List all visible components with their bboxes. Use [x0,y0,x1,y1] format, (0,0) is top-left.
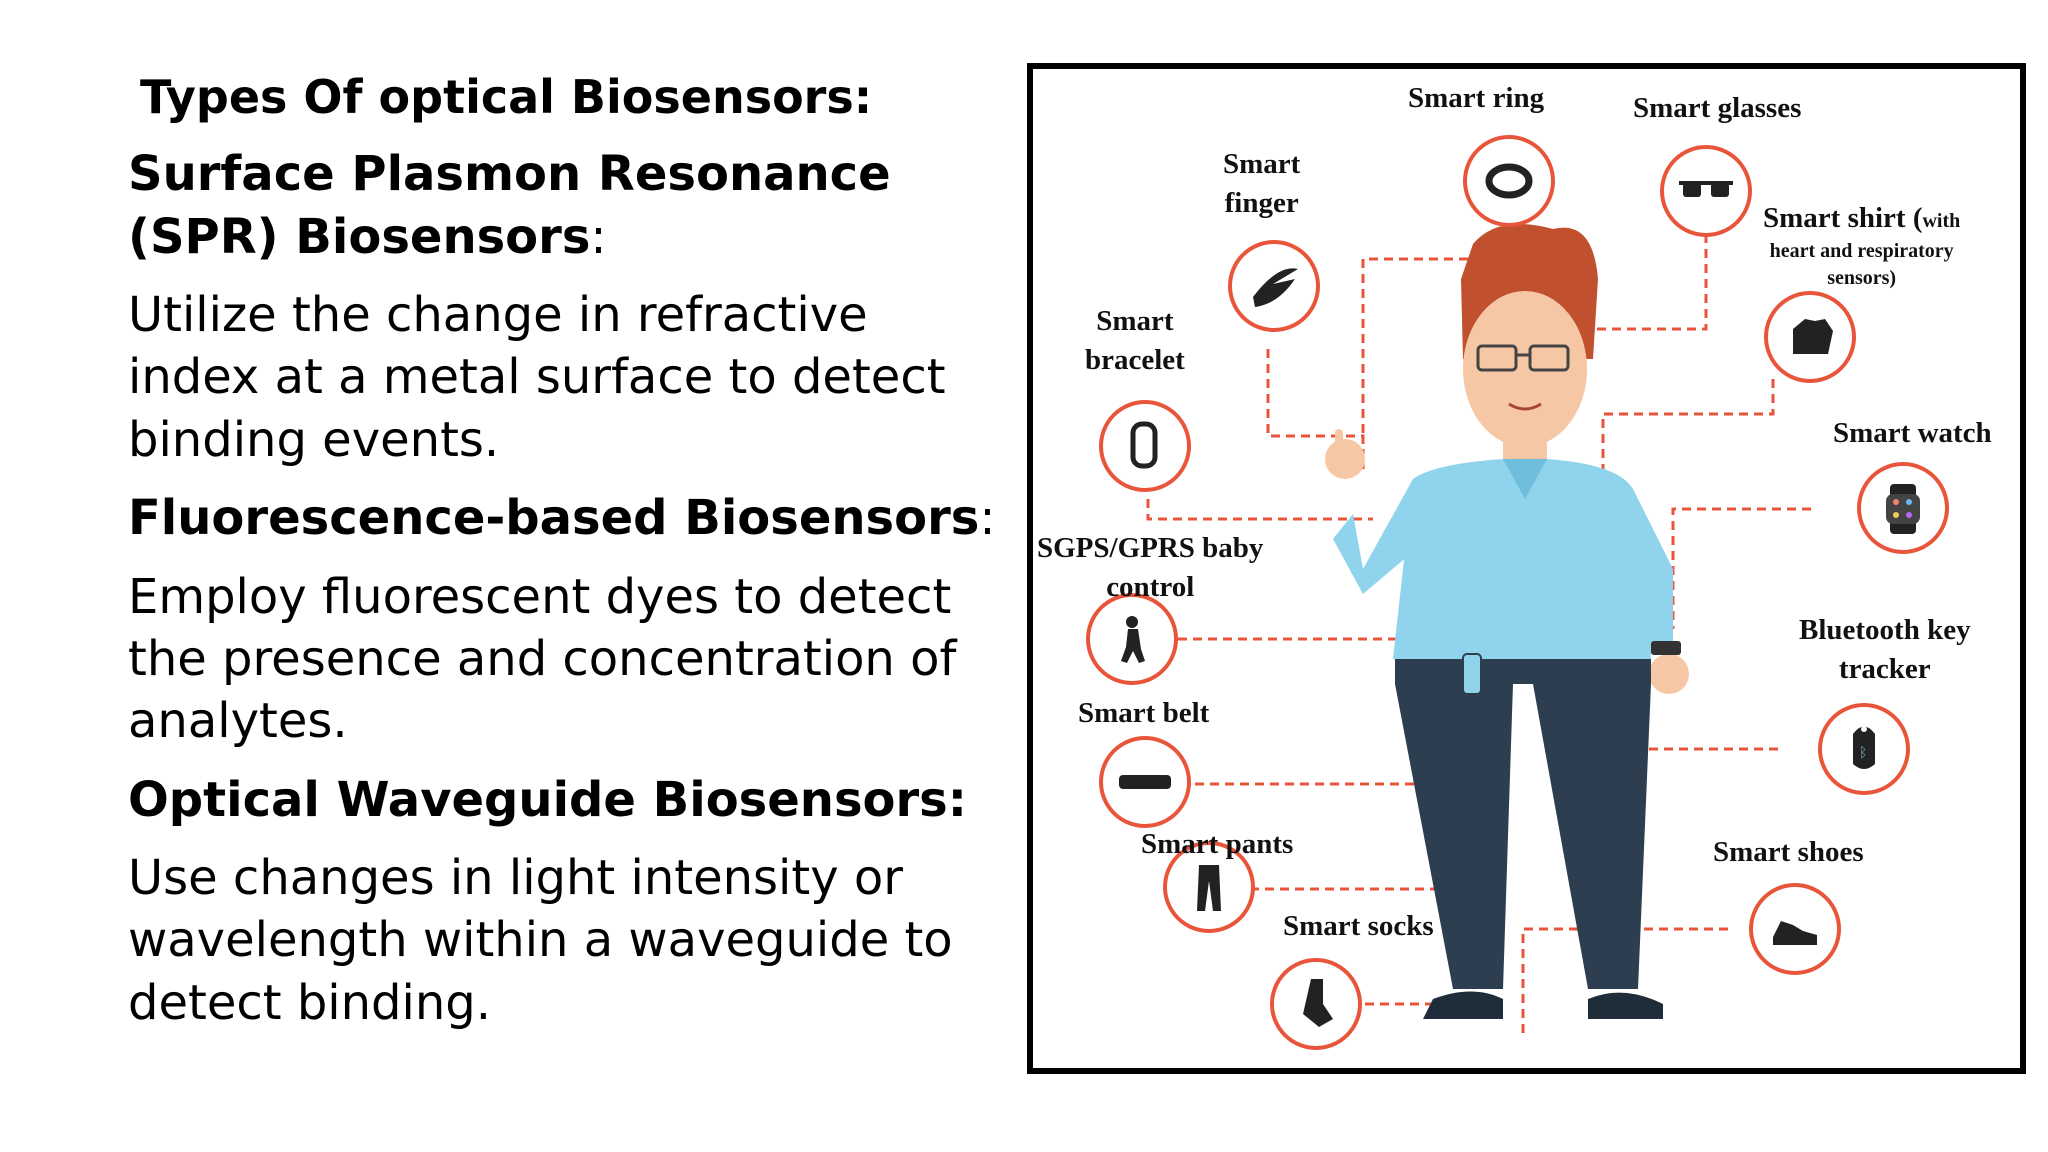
section-body-waveguide: Use changes in light intensity or wavele… [128,850,953,1031]
tracker-icon: ᛒ [1853,726,1875,769]
glasses-icon [1679,181,1733,197]
person-figure [1325,224,1689,1019]
label-line: Smart [1096,305,1174,337]
heading-text: Optical Waveguide Biosensors: [128,771,967,828]
section-heading-spr: Surface Plasmon Resonance (SPR) Biosenso… [128,143,1008,268]
section-heading-fluorescence: Fluorescence-based Biosensors: [128,487,1008,549]
smart-ring-circle [1463,135,1555,227]
heading-text: Surface Plasmon Resonance (SPR) Biosenso… [128,146,891,265]
heading-colon: : [979,490,996,547]
label-line: sensors) [1827,267,1897,290]
label-line: finger [1224,187,1299,220]
bracelet-icon [1130,421,1158,469]
label-with: with [1922,210,1961,232]
label-line: tracker [1838,653,1931,686]
text-column: Types Of optical Biosensors: Surface Pla… [128,70,1008,1050]
label-smart-bracelet: Smart bracelet [1085,302,1185,380]
label-line: bracelet [1085,344,1185,377]
slide-title: Types Of optical Biosensors: [140,70,873,124]
smart-pants-circle [1163,841,1255,933]
label-smart-watch: Smart watch [1833,417,1992,449]
label-smart-belt: Smart belt [1078,697,1210,729]
pants-icon [1197,865,1221,911]
smart-bracelet-circle [1099,400,1191,492]
wearables-illustration: ᛒ [1086,135,1949,1050]
baby-icon [1121,616,1145,663]
heading-colon: : [590,208,607,265]
watch-icon [1886,484,1920,534]
label-smart-shirt: Smart shirt (with heart and respiratory … [1763,199,1960,292]
label-line: Smart [1223,148,1301,180]
label-main: Smart shirt ( [1763,202,1923,234]
shirt-icon [1793,319,1833,354]
section-body-spr: Utilize the change in refractive index a… [128,286,946,468]
label-line: SGPS/GPRS baby [1037,532,1264,564]
label-bluetooth-tracker: Bluetooth key tracker [1799,611,1971,689]
label-line: control [1106,571,1195,604]
label-smart-shoes: Smart shoes [1713,836,1864,868]
label-sgps-gprs: SGPS/GPRS baby control [1037,529,1263,607]
svg-text:ᛒ: ᛒ [1859,745,1867,761]
wearables-figure: ᛒ Smart ring Smart glasses Smart finger S… [1027,63,2026,1074]
belt-icon [1119,775,1171,789]
label-smart-socks: Smart socks [1283,910,1434,942]
label-smart-finger: Smart finger [1223,145,1300,223]
ring-icon [1485,163,1533,199]
section-body-fluorescence: Employ fluorescent dyes to detect the pr… [128,568,957,750]
label-line: heart and respiratory [1769,240,1954,263]
section-heading-waveguide: Optical Waveguide Biosensors: [128,769,1008,831]
icon-glyphs: ᛒ [1119,163,1920,1027]
finger-icon [1253,268,1298,307]
label-line: Bluetooth key [1799,614,1971,646]
heading-text: Fluorescence-based Biosensors [128,490,980,547]
sock-icon [1303,979,1333,1027]
smart-glasses-circle [1660,145,1752,237]
label-smart-pants: Smart pants [1141,828,1294,860]
label-line: Smart shirt (with [1763,199,1960,238]
shoe-icon [1773,921,1817,945]
label-smart-ring: Smart ring [1408,82,1545,114]
label-smart-glasses: Smart glasses [1633,92,1802,124]
